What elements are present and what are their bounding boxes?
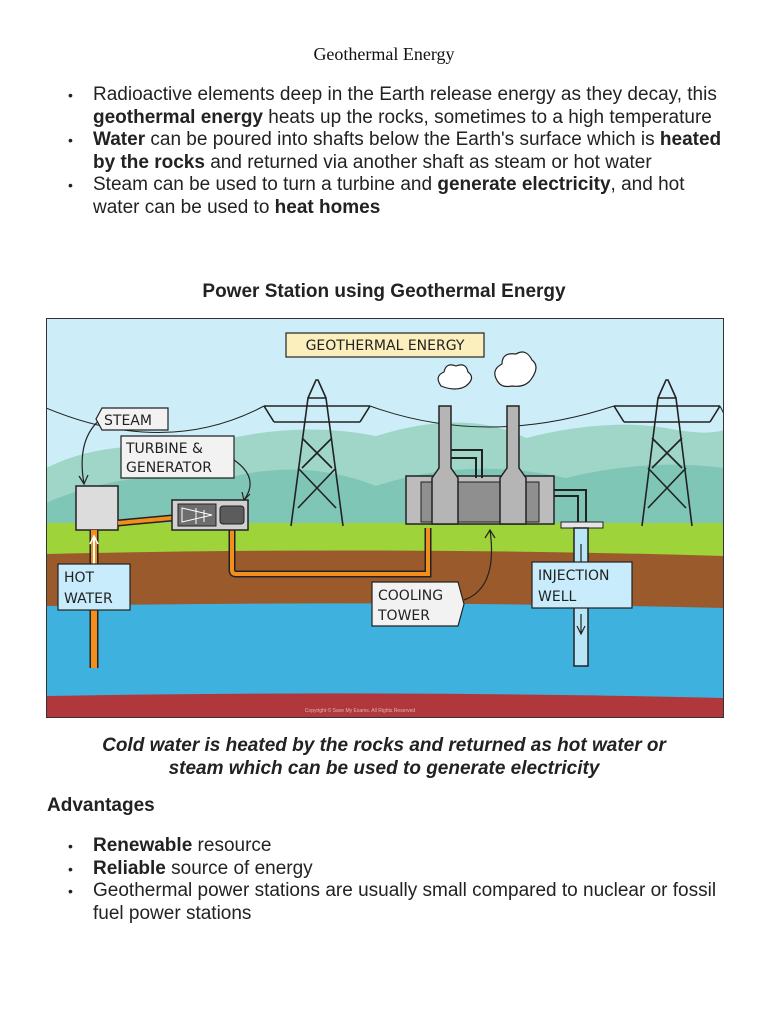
label-injection-well: INJECTION WELL bbox=[531, 561, 633, 609]
advantage-item-renewable: • Renewable resource bbox=[0, 835, 718, 858]
advantages-list: • Renewable resource • Reliable source o… bbox=[0, 835, 718, 925]
svg-text:GENERATOR: GENERATOR bbox=[126, 460, 212, 476]
pylon-left bbox=[263, 379, 371, 527]
pylon-right bbox=[613, 379, 721, 527]
svg-text:TOWER: TOWER bbox=[377, 608, 430, 624]
bullet-bold-text: heated by the rocks bbox=[93, 129, 722, 173]
pipe-to-cooling-tower bbox=[230, 528, 430, 576]
svg-text:COOLING: COOLING bbox=[378, 588, 443, 604]
bedrock-layer bbox=[46, 693, 724, 718]
intro-bullet-list: • Radioactive elements deep in the Earth… bbox=[0, 84, 723, 219]
bullet-dot: • bbox=[68, 177, 73, 193]
bullet-bold-text: generate electricity bbox=[437, 174, 611, 195]
bullet-item-water: • Water can be poured into shafts below … bbox=[0, 129, 723, 174]
bullet-text: Geothermal power stations are usually sm… bbox=[93, 880, 717, 924]
label-hot-water: HOT WATER bbox=[57, 563, 131, 611]
bullet-dot: • bbox=[68, 883, 73, 899]
svg-text:HOT: HOT bbox=[64, 570, 95, 586]
bullet-text: Radioactive elements deep in the Earth r… bbox=[93, 84, 717, 105]
label-steam: STEAM bbox=[95, 407, 169, 431]
bullet-dot: • bbox=[68, 132, 73, 148]
advantage-item-reliable: • Reliable source of energy bbox=[0, 858, 718, 881]
diagram-caption: Cold water is heated by the rocks and re… bbox=[0, 734, 768, 780]
bullet-dot: • bbox=[68, 838, 73, 854]
bullet-text: heats up the rocks, sometimes to a high … bbox=[263, 106, 712, 128]
cooling-arrow-icon bbox=[484, 528, 496, 539]
chimney-right bbox=[499, 405, 527, 525]
advantage-item-small: • Geothermal power stations are usually … bbox=[0, 880, 718, 925]
label-turbine-generator: TURBINE & GENERATOR bbox=[120, 435, 235, 479]
bullet-text: , and hot water can be used to bbox=[93, 174, 685, 218]
geothermal-diagram: Copyright © Save My Exams. All Rights Re… bbox=[46, 318, 724, 718]
label-geothermal-energy: GEOTHERMAL ENERGY bbox=[285, 332, 485, 358]
bullet-item-steam: • Steam can be used to turn a turbine an… bbox=[0, 174, 723, 219]
steam-cloud-left bbox=[437, 364, 473, 390]
svg-text:TURBINE &: TURBINE & bbox=[125, 441, 203, 457]
bullet-item-radioactive: • Radioactive elements deep in the Earth… bbox=[0, 84, 723, 129]
caption-line: steam which can be used to generate elec… bbox=[168, 758, 600, 779]
advantages-heading: Advantages bbox=[47, 795, 155, 816]
bullet-bold-text: Renewable bbox=[93, 835, 193, 856]
svg-text:STEAM: STEAM bbox=[104, 413, 152, 429]
diagram-border bbox=[46, 318, 724, 718]
svg-text:INJECTION: INJECTION bbox=[538, 568, 610, 584]
bullet-bold-text: heat homes bbox=[274, 196, 381, 218]
svg-text:WELL: WELL bbox=[538, 589, 576, 605]
bullet-dot: • bbox=[68, 87, 73, 103]
label-cooling-tower: COOLING TOWER bbox=[371, 581, 465, 627]
svg-text:GEOTHERMAL ENERGY: GEOTHERMAL ENERGY bbox=[306, 338, 465, 354]
bullet-text: Steam can be used to turn a turbine and bbox=[93, 174, 438, 195]
steam-cloud-right bbox=[494, 351, 537, 388]
document-title: Geothermal Energy bbox=[313, 44, 455, 64]
bullet-text: and returned via another shaft as steam … bbox=[204, 151, 652, 173]
chimney-left bbox=[431, 405, 459, 525]
bullet-text: source of energy bbox=[165, 857, 313, 879]
bullet-text: can be poured into shafts below the Eart… bbox=[145, 129, 660, 150]
caption-line: Cold water is heated by the rocks and re… bbox=[102, 735, 666, 756]
bullet-text: resource bbox=[192, 835, 272, 856]
bullet-bold-text: geothermal energy bbox=[93, 106, 263, 128]
copyright-text: Copyright © Save My Exams. All Rights Re… bbox=[305, 707, 416, 714]
power-station bbox=[405, 405, 604, 529]
turbine-generator bbox=[171, 499, 249, 531]
turbine-arrow-icon bbox=[241, 491, 251, 502]
up-arrow-icon bbox=[89, 534, 99, 545]
svg-text:WATER: WATER bbox=[64, 591, 113, 607]
heat-exchanger-box bbox=[75, 485, 119, 531]
bullet-bold-text: Water bbox=[93, 129, 146, 150]
water-layer bbox=[46, 603, 724, 703]
bullet-bold-text: Reliable bbox=[93, 857, 166, 879]
steam-arrow-icon bbox=[78, 474, 89, 486]
pipe-to-turbine bbox=[117, 516, 173, 525]
diagram-heading: Power Station using Geothermal Energy bbox=[202, 281, 566, 302]
bullet-dot: • bbox=[68, 860, 73, 877]
